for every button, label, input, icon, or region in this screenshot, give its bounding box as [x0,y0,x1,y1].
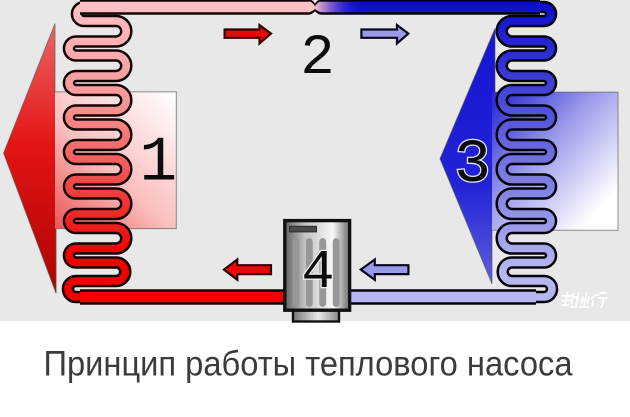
svg-text:1: 1 [139,128,177,199]
svg-text:4: 4 [301,241,334,304]
svg-text:3: 3 [454,131,491,200]
svg-text:Принцип работы теплового насос: Принцип работы теплового насоса [44,344,573,384]
svg-text:2: 2 [300,27,334,91]
